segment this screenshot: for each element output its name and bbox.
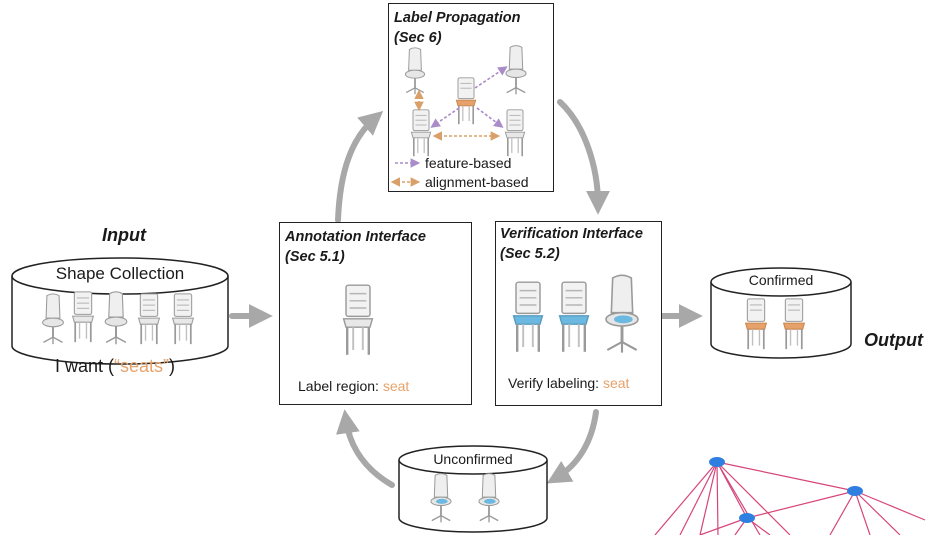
- annotation-caption-term: seat: [382, 378, 410, 394]
- arrow-annotation-to-propagation: [335, 110, 384, 223]
- verification-caption-prefix: Verify labeling:: [508, 375, 603, 391]
- verification-section: (Sec 5.2): [500, 246, 560, 262]
- label-propagation-box: Label Propagation (Sec 6) feature-based …: [388, 3, 554, 192]
- graph-fragment: [654, 461, 926, 535]
- unconfirmed-title: Unconfirmed: [433, 451, 513, 467]
- query-term: “seats”: [114, 356, 170, 376]
- propagation-section: (Sec 6): [394, 30, 442, 46]
- query-text: I want (“seats”): [55, 356, 175, 377]
- confirmed-title: Confirmed: [748, 272, 814, 288]
- legend-feature-based: feature-based: [425, 155, 512, 171]
- annotation-caption: Label region: seat: [298, 378, 409, 394]
- verification-interface-box: Verification Interface (Sec 5.2) Verify …: [495, 221, 662, 406]
- arrow-propagation-to-verification: [557, 99, 610, 215]
- confirmed-cylinder: [710, 267, 852, 359]
- annotation-caption-prefix: Label region:: [298, 378, 383, 394]
- input-label: Input: [102, 225, 146, 245]
- verification-caption-term: seat: [602, 375, 630, 391]
- flow-arrows: [229, 99, 703, 488]
- annotation-interface-box: Annotation Interface (Sec 5.1) Label reg…: [279, 222, 472, 405]
- arrow-unconfirmed-to-annotation: [335, 409, 395, 488]
- shape-collection-title: Shape Collection: [55, 264, 185, 283]
- annotation-title: Annotation Interface: [285, 229, 426, 245]
- propagation-graph: [390, 44, 528, 187]
- propagation-title: Label Propagation: [394, 10, 521, 26]
- legend-alignment-based: alignment-based: [425, 174, 529, 190]
- query-suffix: ): [169, 356, 176, 376]
- verification-caption: Verify labeling: seat: [508, 375, 629, 391]
- query-prefix: I want (: [55, 356, 115, 376]
- graph-nodes: [709, 457, 863, 523]
- arrow-verification-to-unconfirmed: [546, 409, 599, 484]
- annotation-section: (Sec 5.1): [285, 249, 345, 265]
- output-label: Output: [864, 330, 923, 350]
- verification-title: Verification Interface: [500, 226, 643, 242]
